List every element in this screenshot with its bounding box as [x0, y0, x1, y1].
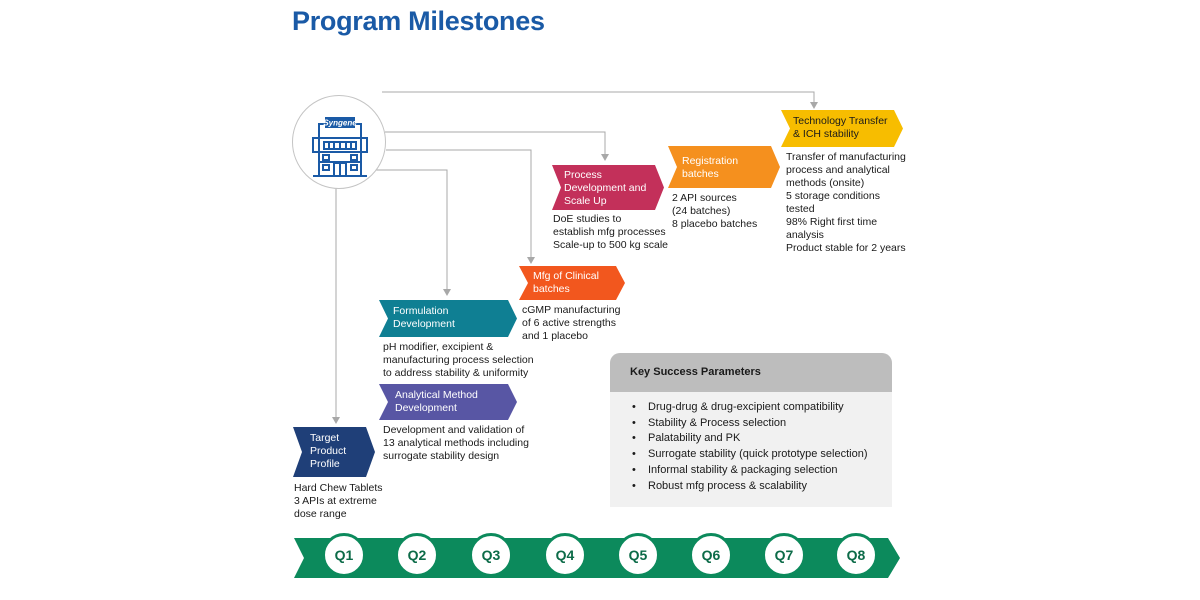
- milestone-mfg-clinical-batches: Mfg of Clinical batches: [519, 266, 625, 300]
- connector-tech-transfer: [382, 91, 815, 103]
- page-title: Program Milestones: [292, 6, 545, 36]
- quarter-q3: Q3: [469, 533, 513, 577]
- key-success-parameters-list: Drug-drug & drug-excipient compatibility…: [632, 400, 868, 494]
- connector-clinical: [386, 149, 532, 258]
- quarter-q2: Q2: [395, 533, 439, 577]
- arrowhead-target: [332, 417, 340, 424]
- quarter-q1: Q1: [322, 533, 366, 577]
- arrowhead-tech-transfer: [810, 102, 818, 109]
- list-item: Drug-drug & drug-excipient compatibility: [632, 400, 868, 416]
- milestone-target-product-profile: Target Product Profile: [293, 427, 375, 477]
- target-description: Hard Chew Tablets 3 APIs at extreme dose…: [294, 482, 383, 520]
- list-item: Stability & Process selection: [632, 416, 868, 432]
- quarter-q8: Q8: [834, 533, 878, 577]
- connector-process: [385, 131, 606, 155]
- logo-text: Syngene: [323, 119, 357, 128]
- tech-transfer-description: Transfer of manufacturing process and an…: [786, 151, 906, 254]
- syngene-logo: Syngene: [292, 95, 386, 189]
- list-item: Informal stability & packaging selection: [632, 463, 868, 479]
- arrowhead-process: [601, 154, 609, 161]
- milestone-formulation-development: Formulation Development: [379, 300, 517, 337]
- quarter-q7: Q7: [762, 533, 806, 577]
- milestone-registration-batches: Registration batches: [668, 146, 780, 188]
- milestone-technology-transfer: Technology Transfer & ICH stability: [781, 110, 903, 147]
- quarter-q6: Q6: [689, 533, 733, 577]
- list-item: Palatability and PK: [632, 431, 868, 447]
- key-success-parameters-heading: Key Success Parameters: [610, 353, 892, 392]
- connector-formulation: [374, 169, 448, 290]
- list-item: Robust mfg process & scalability: [632, 479, 868, 495]
- building-icon: Syngene: [312, 117, 368, 177]
- quarter-timeline-band: [294, 538, 900, 578]
- analytical-description: Development and validation of 13 analyti…: [383, 424, 529, 462]
- arrowhead-clinical: [527, 257, 535, 264]
- process-description: DoE studies to establish mfg processes S…: [553, 213, 668, 251]
- registration-description: 2 API sources (24 batches) 8 placebo bat…: [672, 192, 758, 230]
- quarter-q5: Q5: [616, 533, 660, 577]
- arrowhead-formulation: [443, 289, 451, 296]
- list-item: Surrogate stability (quick prototype sel…: [632, 447, 868, 463]
- milestone-analytical-method-development: Analytical Method Development: [379, 384, 517, 420]
- milestone-process-development-scale-up: Process Development and Scale Up: [552, 165, 664, 210]
- clinical-description: cGMP manufacturing of 6 active strengths…: [522, 304, 621, 342]
- quarter-q4: Q4: [543, 533, 587, 577]
- formulation-description: pH modifier, excipient & manufacturing p…: [383, 341, 534, 379]
